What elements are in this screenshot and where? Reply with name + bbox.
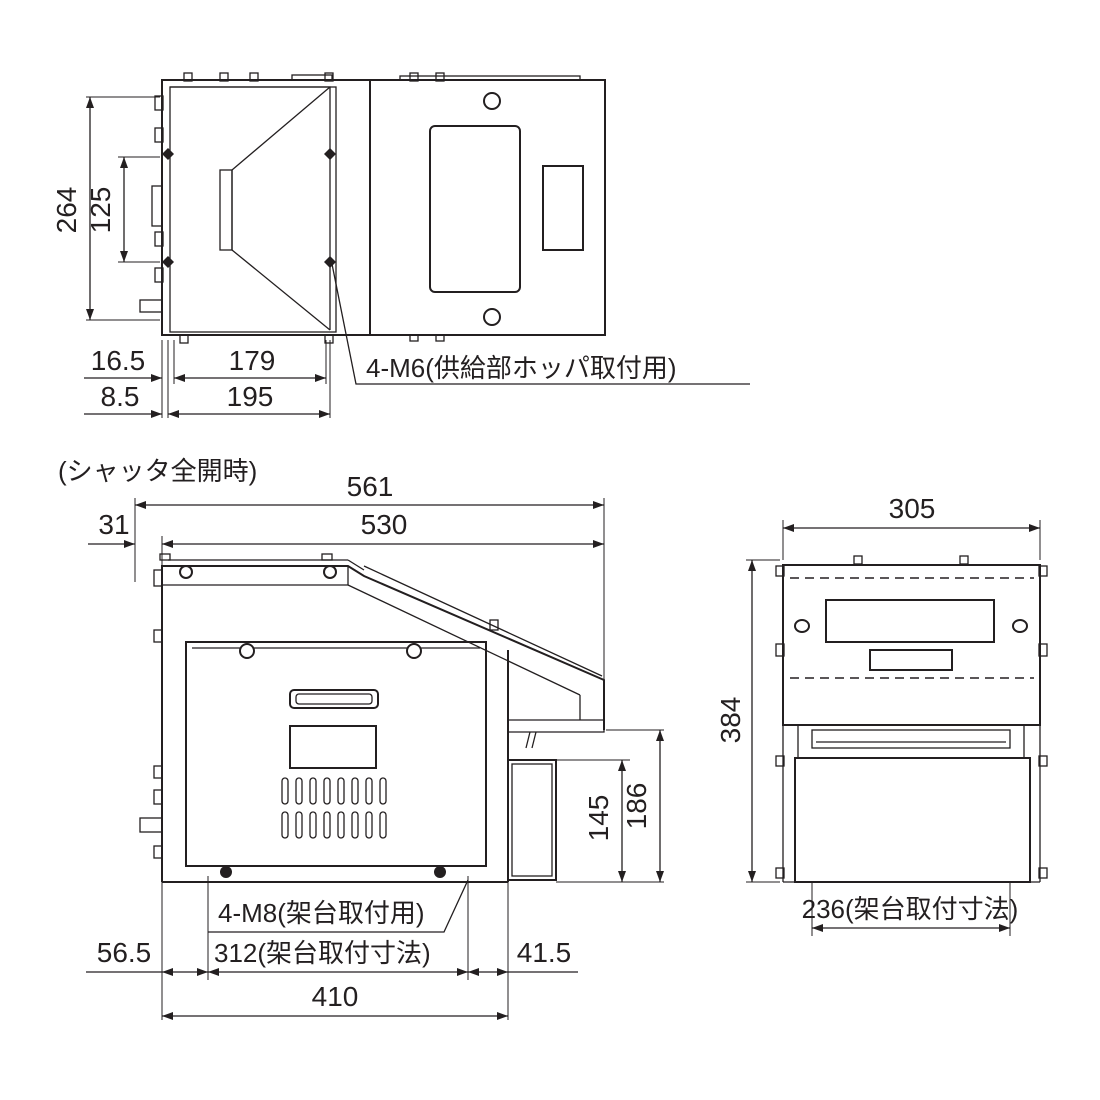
dim-56-5: 56.5 — [97, 937, 152, 968]
vent-row-1 — [281, 777, 387, 805]
front-view-dimensions — [746, 520, 1041, 936]
side-view-labels: 561 31 530 145 186 4-M8(架台取付用) 312(架台取付寸… — [97, 471, 652, 1012]
dim-305: 305 — [889, 493, 936, 524]
note-shutter-open: (シャッタ全開時) — [58, 456, 257, 486]
dim-410: 410 — [312, 981, 359, 1012]
dim-561: 561 — [347, 471, 394, 502]
top-view-labels: 264 125 16.5 179 8.5 195 4-M6(供給部ホッパ取付用) — [51, 187, 677, 412]
dim-530: 530 — [361, 509, 408, 540]
note-4-m8: 4-M8(架台取付用) — [218, 898, 425, 928]
front-view-labels: 305 384 236(架台取付寸法) — [715, 493, 1018, 924]
dim-31: 31 — [98, 509, 129, 540]
dim-179: 179 — [229, 345, 276, 376]
dim-16-5: 16.5 — [91, 345, 146, 376]
top-view-dimensions — [84, 96, 750, 418]
side-view-dimensions — [86, 498, 664, 1020]
side-view: (シャッタ全開時) — [58, 456, 605, 883]
dim-186: 186 — [621, 783, 652, 830]
dim-125: 125 — [85, 187, 116, 234]
note-4-m6: 4-M6(供給部ホッパ取付用) — [366, 353, 677, 383]
dim-236: 236(架台取付寸法) — [802, 894, 1019, 924]
dim-384: 384 — [715, 697, 746, 744]
dim-145: 145 — [583, 795, 614, 842]
dim-312: 312(架台取付寸法) — [214, 938, 431, 968]
front-view — [775, 555, 1048, 883]
dim-264: 264 — [51, 187, 82, 234]
dim-8-5: 8.5 — [101, 381, 140, 412]
dim-41-5: 41.5 — [517, 937, 572, 968]
dim-195: 195 — [227, 381, 274, 412]
vent-row-2 — [281, 811, 387, 839]
top-view — [139, 72, 606, 344]
